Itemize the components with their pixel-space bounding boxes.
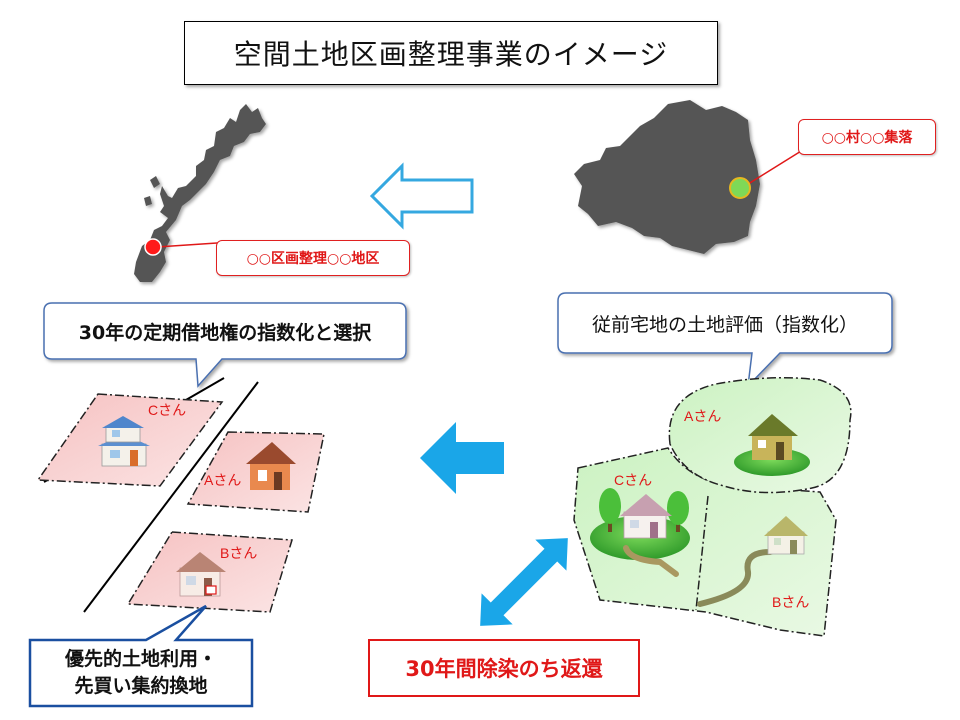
priority-note-line1: 優先的土地利用・	[64, 648, 217, 670]
village-label: ○○村○○集落	[798, 119, 936, 155]
lot-b-right-label: Bさん	[772, 594, 810, 610]
tree-icon	[667, 491, 689, 532]
land-evaluation-text: 従前宅地の土地評価（指数化）	[591, 313, 858, 336]
lot-b-left-label: Bさん	[220, 545, 258, 561]
house-icon	[246, 442, 296, 490]
priority-note-callout	[28, 604, 254, 708]
fukushima-map-icon	[574, 100, 760, 254]
lot-a-right-label: Aさん	[684, 408, 722, 424]
district-label: ○○区画整理○○地区	[216, 240, 410, 276]
tree-icon	[599, 488, 621, 532]
lot-c-left-label: Cさん	[148, 402, 187, 418]
priority-note-line2: 先買い集約換地	[74, 675, 208, 697]
house-icon	[764, 516, 808, 555]
green-location-marker-icon	[729, 177, 751, 199]
road-line	[83, 381, 259, 613]
lot-division-line	[695, 495, 709, 611]
house-icon	[176, 552, 226, 597]
left-outline-arrow-icon	[369, 162, 474, 230]
fukushima-leader-line	[744, 147, 807, 187]
lease-selection-text: 30年の定期借地権の指数化と選択	[78, 321, 372, 344]
red-location-marker-icon	[144, 238, 162, 256]
house-icon	[748, 414, 798, 460]
house-icon	[620, 494, 672, 539]
decontamination-box: 30年間除染のち返還	[368, 639, 640, 697]
lease-selection-bubble	[43, 302, 407, 388]
double-headed-arrow-icon	[480, 538, 568, 626]
lot-b-road	[697, 545, 785, 607]
lot-c-path	[623, 545, 679, 577]
lot-a-left-label: Aさん	[204, 472, 242, 488]
page-title: 空間土地区画整理事業のイメージ	[184, 21, 718, 85]
land-evaluation-bubble	[557, 292, 893, 389]
lot-c-right-label: Cさん	[614, 472, 653, 488]
okinawa-map-icon	[134, 104, 266, 282]
priority-note-text: 優先的土地利用・ 先買い集約換地	[30, 640, 252, 706]
left-solid-arrow-icon	[420, 422, 504, 494]
house-icon	[98, 416, 150, 467]
